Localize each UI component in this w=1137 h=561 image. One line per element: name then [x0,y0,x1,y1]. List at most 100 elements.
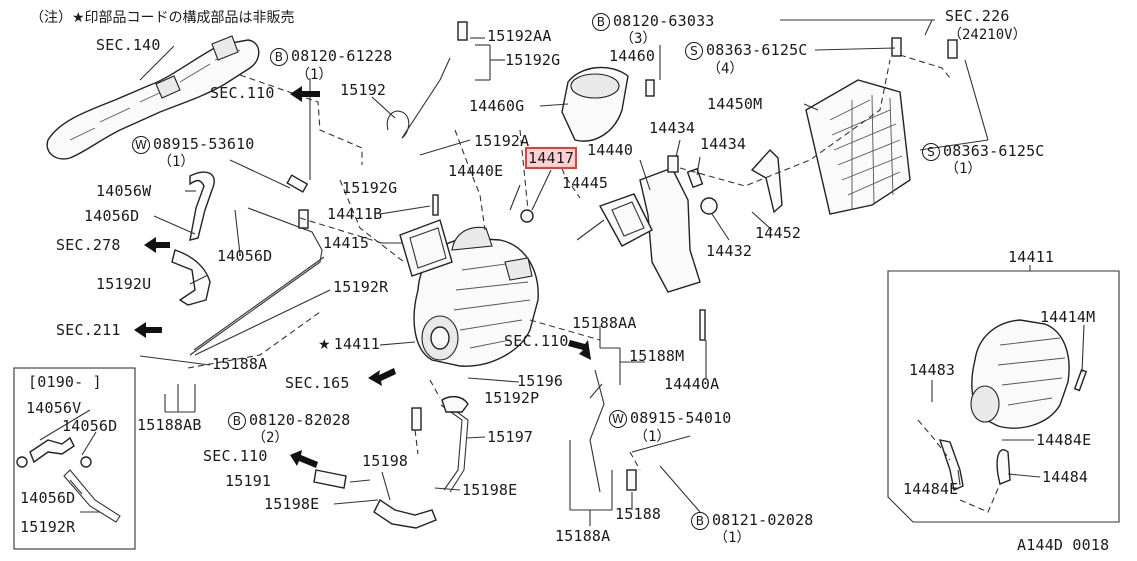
part-15197[interactable]: 15197 [487,428,534,446]
inset-part-14483[interactable]: 14483 [909,361,956,379]
part-15198[interactable]: 15198 [362,452,409,470]
inset-right-frame [887,270,1120,523]
bolt-symbol-icon: B [691,512,709,530]
nut-14417 [520,209,534,223]
arrow-sec110-c [290,450,318,468]
inset-part-14056V[interactable]: 14056V [26,399,82,417]
part-15191[interactable]: 15191 [225,472,272,490]
qty-08120-82028: （2） [252,430,289,446]
pipe-15192 [386,57,451,139]
qty-08915-54010: （1） [634,429,671,445]
inset-left-title: [0190- ] [28,373,102,391]
part-14417[interactable]: 14417 [524,147,578,169]
inset-part-14056D-b[interactable]: 14056D [20,489,76,507]
part-14417-highlight: 14417 [524,147,578,169]
part-15192U[interactable]: 15192U [96,275,152,293]
inset-part-14414M[interactable]: 14414M [1040,308,1096,326]
arrow-sec165 [368,368,396,386]
inset-part-14056D-a[interactable]: 14056D [62,417,118,435]
part-15188AB[interactable]: 15188AB [137,416,202,434]
part-15188[interactable]: 15188 [615,505,662,523]
bolt-symbol-icon: B [228,412,246,430]
part-15192G-a[interactable]: 15192G [505,51,561,69]
section-arrows [134,86,591,468]
part-14434-b[interactable]: 14434 [700,135,747,153]
inset-left-frame [13,367,136,550]
qty-08121-02028: （1） [714,530,751,546]
part-14452[interactable]: 14452 [755,224,802,242]
heat-shield-drawing [805,79,911,215]
figure-code: A144D 0018 [1017,536,1110,554]
gasket-14415 [399,219,453,277]
part-14440A[interactable]: 14440A [664,375,720,393]
qty-08363-6125C-b: （1） [945,161,982,177]
part-14056D-a[interactable]: 14056D [84,207,140,225]
part-14460G[interactable]: 14460G [469,97,525,115]
part-15198E-b[interactable]: 15198E [462,481,518,499]
inset-right-title: 14411 [1008,248,1055,266]
inset-part-14484E-b[interactable]: 14484E [903,480,959,498]
section-ref-110-b[interactable]: SEC.110 [504,332,569,350]
part-15192A[interactable]: 15192A [474,132,530,150]
part-15198E-a[interactable]: 15198E [264,495,320,513]
dashed-lines [187,54,1001,513]
section-ref-278[interactable]: SEC.278 [56,236,121,254]
qty-08120-61228: （1） [296,67,333,83]
part-15192[interactable]: 15192 [340,81,387,99]
arrow-sec278 [144,237,170,253]
nut-14432 [700,197,718,215]
inset-part-14484[interactable]: 14484 [1042,468,1089,486]
section-ref-110-c[interactable]: SEC.110 [203,447,268,465]
part-15188A[interactable]: 15188A [212,355,268,373]
section-ref-165[interactable]: SEC.165 [285,374,350,392]
section-ref-110-a[interactable]: SEC.110 [210,84,275,102]
section-ref-226-sub: （24210V） [948,27,1027,43]
part-14434-a[interactable]: 14434 [649,119,696,137]
washer-symbol-icon: W [132,136,150,154]
part-15188M[interactable]: 15188M [629,347,685,365]
leader-lines [39,19,1085,526]
part-14440E[interactable]: 14440E [448,162,504,180]
inset-part-14484E-a[interactable]: 14484E [1036,431,1092,449]
qty-08363-6125C-a: （4） [707,61,744,77]
part-15192R[interactable]: 15192R [333,278,389,296]
part-14056D-b[interactable]: 14056D [217,247,273,265]
part-14445[interactable]: 14445 [562,174,609,192]
inset-hoses-drawing [16,436,121,523]
part-14450M[interactable]: 14450M [707,95,763,113]
part-14415[interactable]: 14415 [323,234,370,252]
flange-15196 [441,395,469,413]
sensor-15191 [313,469,347,489]
hose-15198 [373,498,437,529]
part-15188AA[interactable]: 15188AA [572,314,637,332]
part-14460[interactable]: 14460 [609,47,656,65]
tube-15192U [171,249,211,306]
part-15192G-b[interactable]: 15192G [342,179,398,197]
section-ref-140[interactable]: SEC.140 [96,36,161,54]
pipe-15192P [589,369,605,493]
part-15188A-b[interactable]: 15188A [555,527,611,545]
part-14440[interactable]: 14440 [587,141,634,159]
arrow-sec110-a [290,86,320,102]
inset-part-15192R[interactable]: 15192R [20,518,76,536]
part-14411-star[interactable]: ★14411 [318,335,380,354]
arrow-sec110-b [568,340,591,360]
part-14056W[interactable]: 14056W [96,182,152,200]
part-14432[interactable]: 14432 [706,242,753,260]
section-ref-211[interactable]: SEC.211 [56,321,121,339]
part-14411B[interactable]: 14411B [327,205,383,223]
part-15192P[interactable]: 15192P [484,389,540,407]
part-15192AA[interactable]: 15192AA [487,27,552,45]
part-15196[interactable]: 15196 [517,372,564,390]
section-ref-226[interactable]: SEC.226 [945,7,1010,25]
